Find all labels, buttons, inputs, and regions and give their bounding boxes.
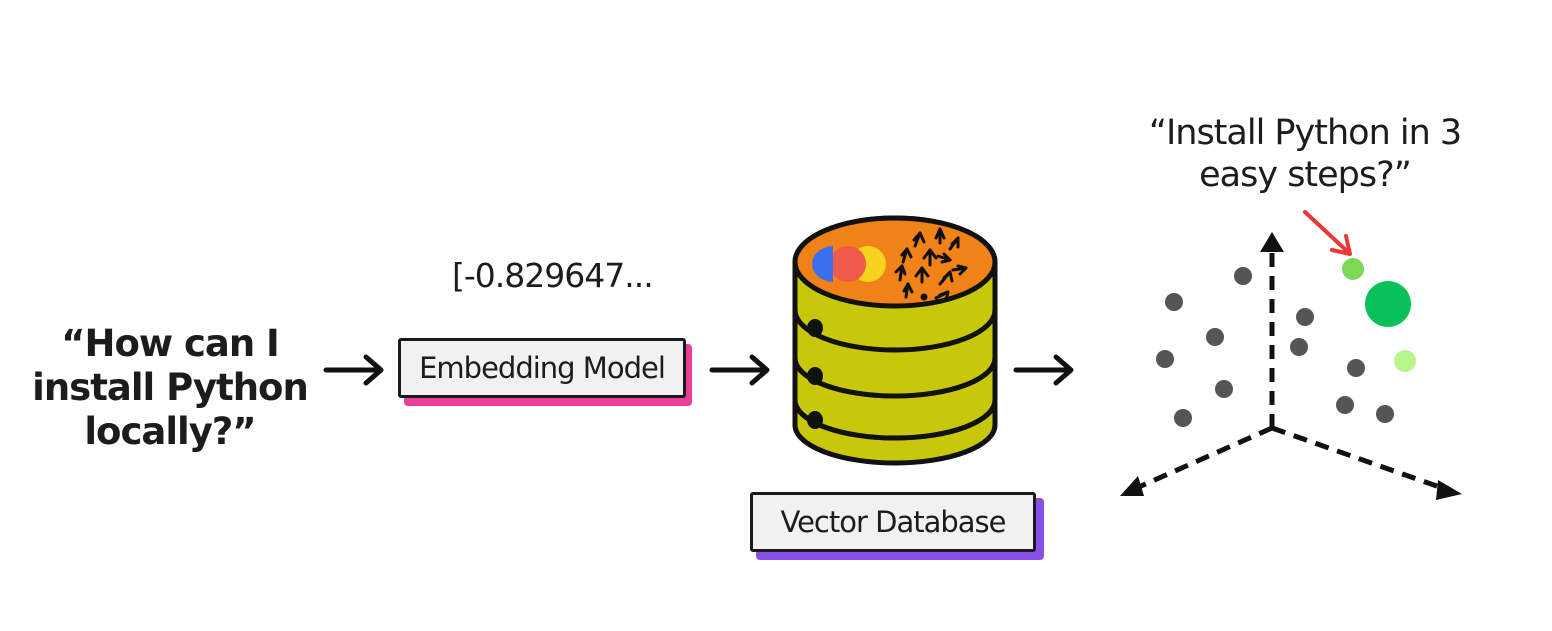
query-text: “How can I install Python locally?” (32, 322, 309, 453)
vector-space-axes (1130, 252, 1449, 493)
point-match-large (1365, 281, 1411, 327)
point-light (1394, 350, 1416, 372)
point (1376, 405, 1394, 423)
point (1336, 396, 1354, 414)
point (1174, 409, 1192, 427)
arrow-model-to-db (709, 354, 770, 386)
axis-arrowheads (1120, 232, 1462, 500)
vector-points (1156, 267, 1394, 427)
point (1234, 267, 1252, 285)
embedding-model-label: Embedding Model (398, 338, 686, 398)
point (1296, 308, 1314, 326)
database-slot-dots (807, 319, 823, 429)
embedding-vector-text: [-0.829647... (452, 256, 654, 295)
point (1206, 328, 1224, 346)
point (1215, 380, 1233, 398)
arrow-query-to-model (323, 354, 384, 386)
database-logo-icon (812, 246, 886, 282)
point-match (1342, 258, 1364, 280)
point (1347, 359, 1365, 377)
point (1156, 350, 1174, 368)
result-query-text: “Install Python in 3 easy steps?” (1148, 113, 1462, 195)
red-pointer-arrow (1303, 210, 1352, 256)
point (1165, 293, 1183, 311)
vector-database-box: Vector Database (750, 492, 1046, 562)
database-icon (792, 215, 998, 466)
point (1290, 338, 1308, 356)
arrows-cluster-icon (894, 227, 968, 302)
embedding-model-box: Embedding Model (398, 338, 694, 408)
vector-database-label: Vector Database (750, 492, 1036, 552)
arrow-db-to-space (1013, 354, 1074, 386)
